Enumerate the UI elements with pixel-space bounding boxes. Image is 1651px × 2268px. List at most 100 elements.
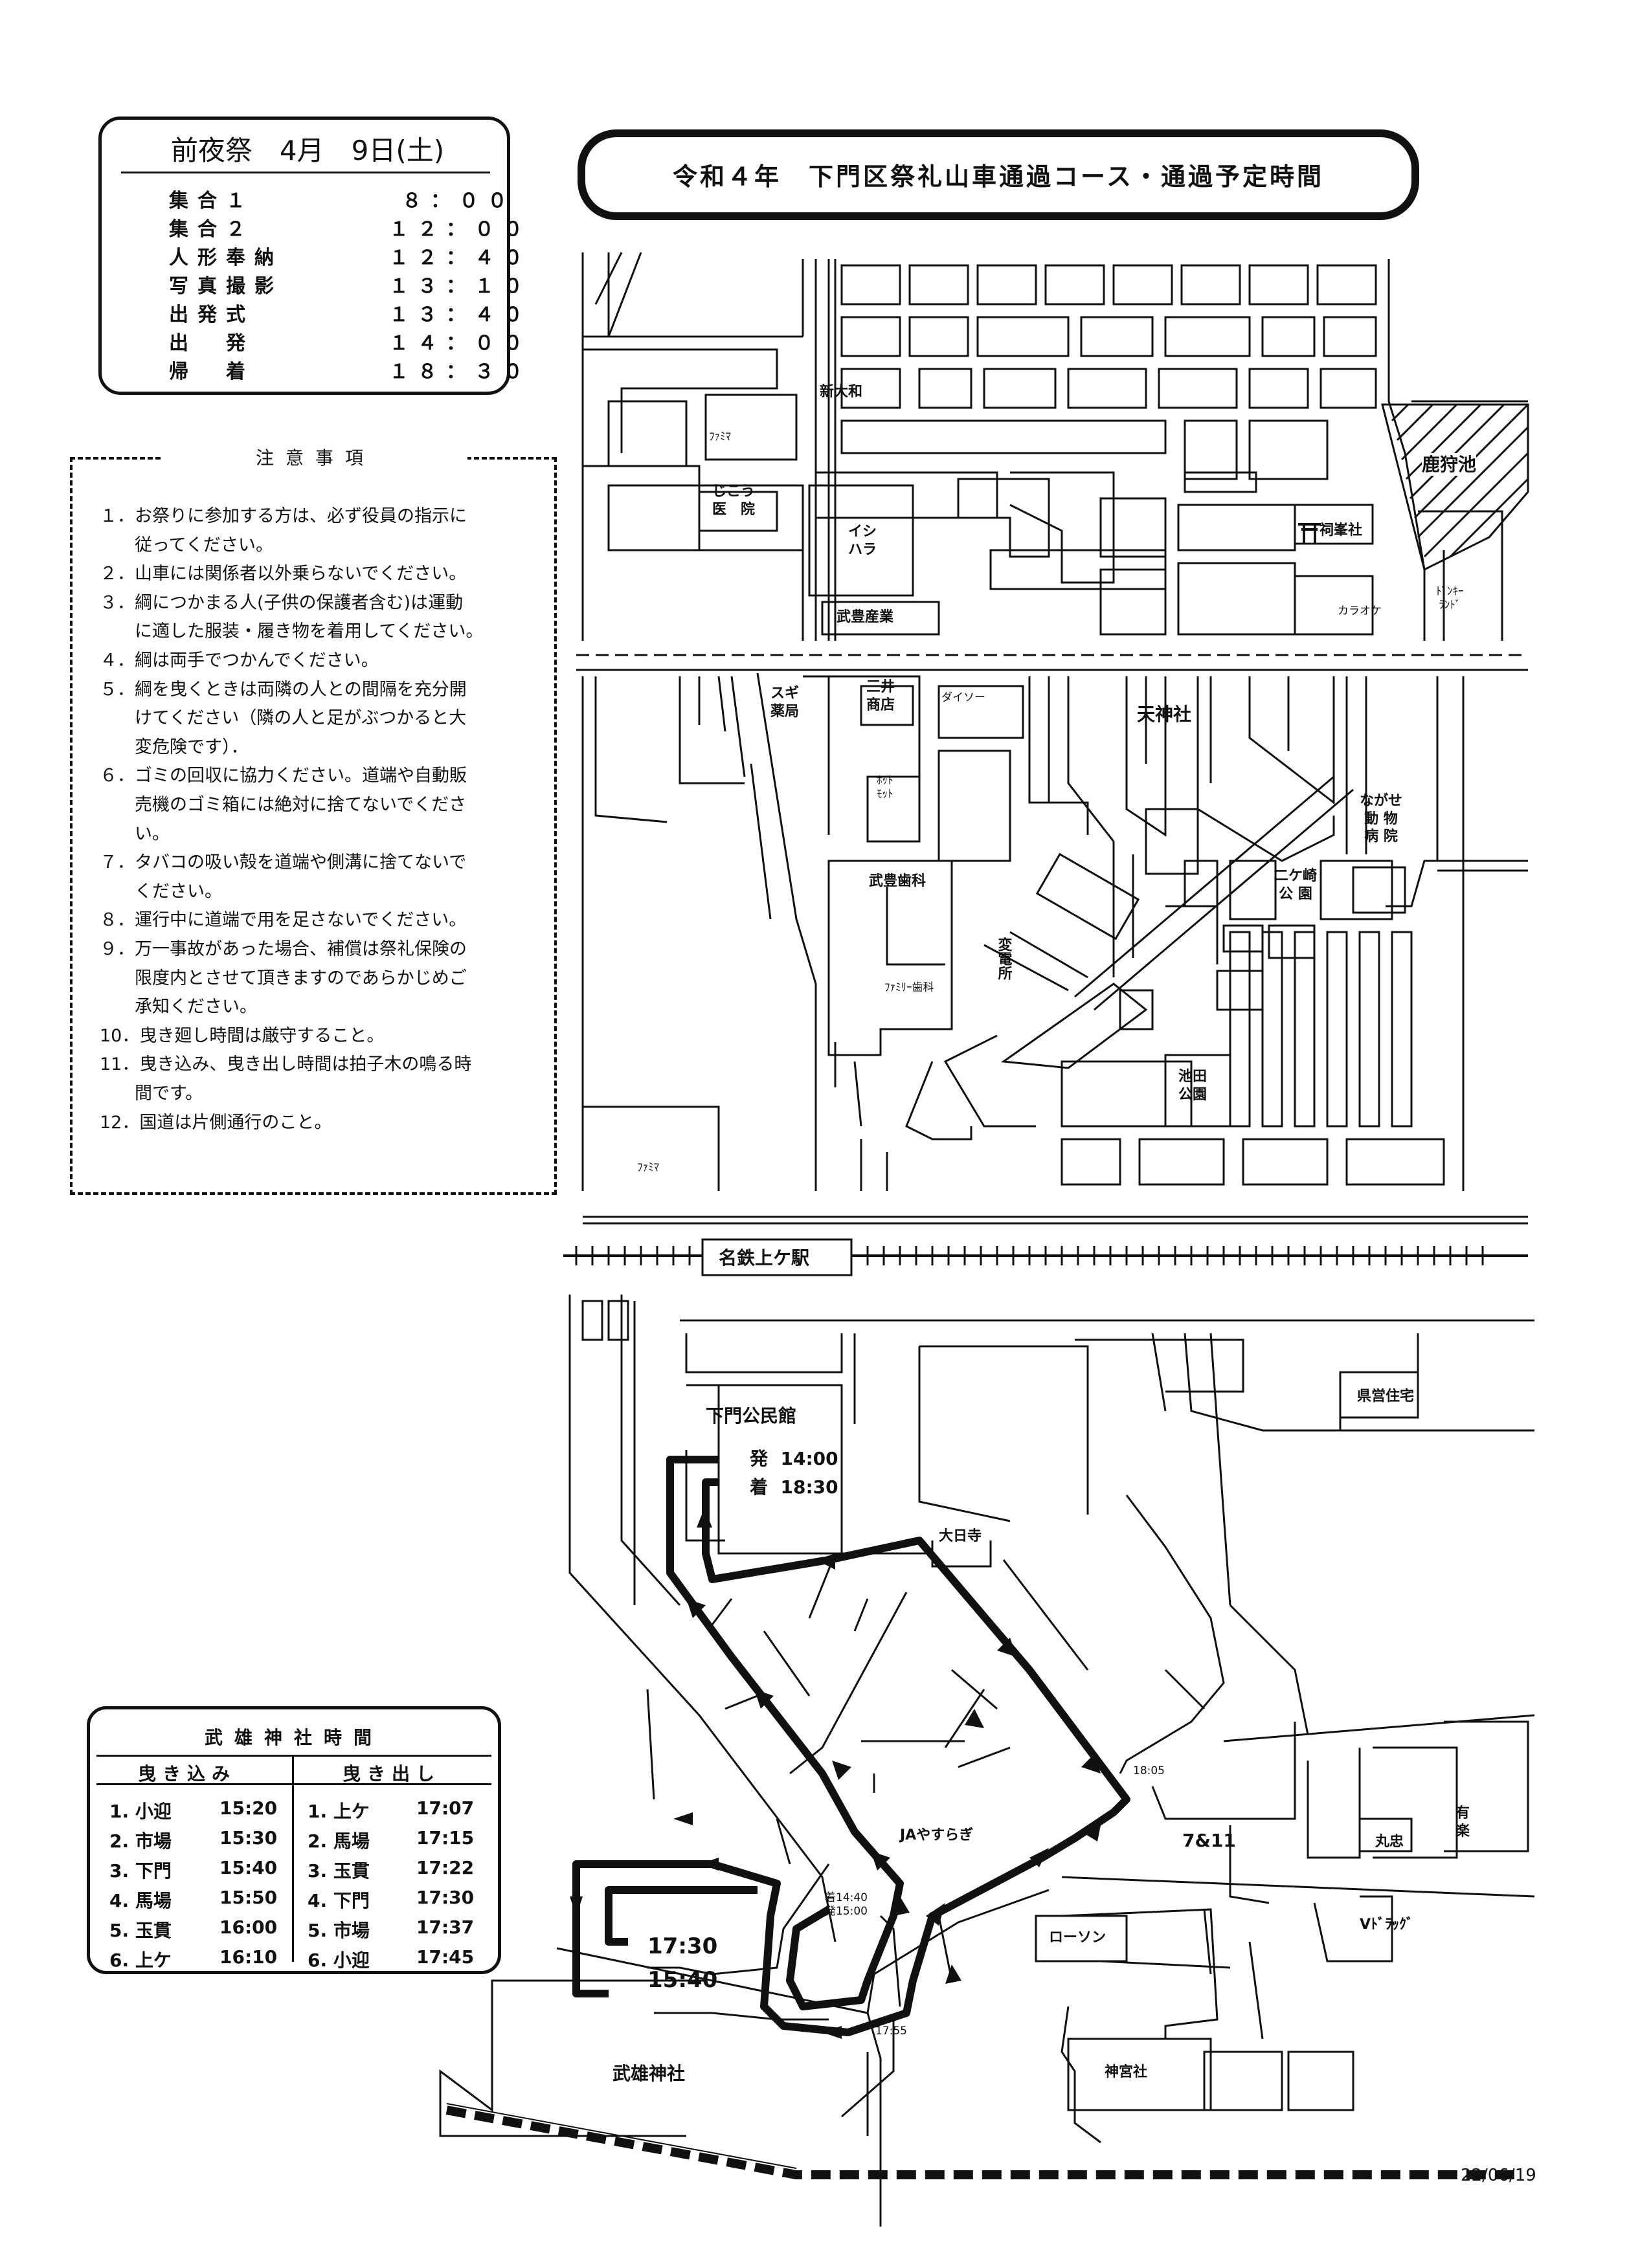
- schedule-row-label: 帰 着: [169, 361, 254, 383]
- note-line: ５．綱を曳くときは両隣の人との間隔を充分開: [100, 679, 467, 700]
- note-line: 11．曳き込み、曳き出し時間は拍子木の鳴る時: [100, 1054, 472, 1075]
- shrine-row-time: 17:07: [416, 1797, 475, 1819]
- label-nagase-vet: ながせ 動 物 病 院: [1360, 793, 1403, 845]
- label-depart-time: 発 14:00: [750, 1448, 838, 1469]
- shrine-table-rule: [96, 1755, 491, 1757]
- shrine-row-name: 5. 玉貫: [109, 1920, 172, 1941]
- shrine-row-name: 3. 下門: [109, 1860, 172, 1882]
- shrine-table-title: 武雄神社時間: [204, 1727, 383, 1748]
- label-hokora-shrine: 祠峯社: [1320, 522, 1363, 539]
- note-line: 売機のゴミ箱には絶対に捨てないでくださ: [100, 795, 467, 815]
- schedule-row-time: ８：００: [402, 190, 516, 212]
- label-seven-eleven: 7&11: [1182, 1830, 1236, 1851]
- label-shimokado-hall: 下門公民館: [706, 1405, 797, 1427]
- label-famima-1: ﾌｧﾐﾏ: [709, 430, 731, 443]
- notes-box: 注意事項 １．お祭りに参加する方は、必ず役員の指示に 従ってください。２．山車に…: [70, 444, 557, 1195]
- label-time-1755: 17:55: [875, 2025, 907, 2038]
- label-maruchu: 丸忠: [1375, 1834, 1404, 1850]
- shrine-row-time: 17:30: [416, 1887, 475, 1908]
- shrine-row-time: 17:45: [416, 1946, 475, 1968]
- shrine-row-name: 4. 下門: [308, 1890, 370, 1911]
- note-line: ９．万一事故があった場合、補償は祭礼保険の: [100, 939, 467, 959]
- schedule-row-label: 集合２: [169, 218, 254, 241]
- label-meitetsu-station: 名鉄上ケ駅: [719, 1247, 810, 1269]
- shrine-row-name: 2. 馬場: [308, 1830, 370, 1852]
- schedule-row-time: １８：３０: [389, 361, 532, 383]
- label-v-drug: Vﾄﾞﾗｯｸﾞ: [1360, 1917, 1414, 1933]
- shrine-row-name: 5. 市場: [308, 1920, 370, 1941]
- label-taketoyo-sangyo: 武豊産業: [837, 609, 894, 625]
- label-takeo-shrine: 武雄神社: [612, 2063, 686, 2084]
- upper-map-section: [581, 252, 1528, 641]
- shrine-table-rule: [96, 1783, 491, 1785]
- shrine-row-name: 1. 上ケ: [308, 1801, 370, 1822]
- label-time-1805: 18:05: [1133, 1764, 1165, 1777]
- shrine-row-name: 6. 上ケ: [109, 1950, 172, 1971]
- shrine-row-name: 6. 小迎: [308, 1950, 370, 1971]
- schedule-row-time: １３：４０: [389, 304, 532, 326]
- note-line: 変危険です）．: [100, 737, 249, 757]
- note-line: に適した服装・履き物を着用してください。: [100, 621, 484, 642]
- schedule-row-label: 出発式: [169, 304, 254, 326]
- note-line: けてください（隣の人と足がぶつかると大: [100, 708, 467, 729]
- label-mitsui-store: 三井 商店: [866, 679, 895, 713]
- label-dainichiji: 大日寺: [939, 1528, 982, 1544]
- label-ja-yasuragi: JAやすらぎ: [900, 1827, 974, 1843]
- shrine-row-time: 17:37: [416, 1917, 475, 1938]
- shrine-row-time: 16:00: [219, 1917, 278, 1938]
- schedule-row-label: 人形奉納: [169, 247, 283, 269]
- label-kanohata-pond: 鹿狩池: [1422, 453, 1477, 476]
- label-time-1540: 15:40: [647, 1967, 718, 1993]
- shrine-row-time: 17:15: [416, 1827, 475, 1849]
- label-time-1730: 17:30: [647, 1933, 718, 1959]
- shrine-col-in: 曳き込み: [138, 1763, 237, 1784]
- shrine-row-name: 4. 馬場: [109, 1890, 172, 1911]
- label-shrine-arrive-depart: 着14:40 発15:00: [825, 1891, 868, 1918]
- note-line: 限度内とさせて頂きますのであらかじめご: [100, 968, 467, 988]
- schedule-title: 前夜祭 4月 9日(土): [170, 135, 445, 166]
- label-famima-2: ﾌｧﾐﾏ: [637, 1161, 659, 1174]
- label-ikeda-park: 池田 公園: [1178, 1069, 1207, 1103]
- shrine-row-time: 15:50: [219, 1887, 278, 1908]
- note-line: 従ってください。: [100, 535, 273, 555]
- note-line: ４．綱は両手でつかんでください。: [100, 650, 379, 671]
- lower-map-section: [439, 1295, 1535, 2227]
- label-lawson: ローソン: [1049, 1929, 1106, 1946]
- note-line: ３．綱につかまる人(子供の保護者含む)は運動: [100, 592, 464, 613]
- shrine-row-time: 15:20: [219, 1797, 278, 1819]
- shrine-row-time: 17:22: [416, 1857, 475, 1878]
- schedule-row-time: １２：４０: [389, 247, 532, 269]
- shrine-table-column-rule: [292, 1755, 294, 1962]
- label-nikazaki-park: 二ケ崎 公 園: [1274, 868, 1318, 902]
- torii-icon: [1298, 523, 1321, 544]
- label-taketoyo-dental: 武豊歯科: [869, 873, 927, 889]
- label-karaoke: カラオケ: [1338, 605, 1382, 617]
- schedule-row-time: １２：００: [389, 218, 532, 241]
- note-line: ６．ゴミの回収に協力ください。道端や自動販: [100, 766, 467, 786]
- shrine-col-out: 曳き出し: [343, 1763, 442, 1784]
- note-line: ７．タバコの吸い殻を道端や側溝に捨てないで: [100, 852, 467, 873]
- note-line: ２．山車には関係者以外乗らないでください。: [100, 564, 467, 584]
- label-arrive-time: 着 18:30: [750, 1476, 838, 1498]
- label-substation: 変電所: [995, 937, 1012, 980]
- note-line: 承知ください。: [100, 997, 257, 1017]
- schedule-row-time: １４：００: [389, 332, 532, 355]
- note-line: 間です。: [100, 1084, 203, 1104]
- schedule-row-label: 写真撮影: [169, 275, 283, 298]
- document-date: 22/06/19: [1461, 2166, 1536, 2185]
- label-tenjinsha: 天神社: [1137, 704, 1192, 725]
- shrine-row-time: 15:40: [219, 1857, 278, 1878]
- schedule-row-time: １３：１０: [389, 275, 532, 298]
- label-jingusha: 神宮社: [1105, 2064, 1148, 2080]
- schedule-divider: [121, 172, 490, 173]
- note-line: い。: [100, 823, 170, 844]
